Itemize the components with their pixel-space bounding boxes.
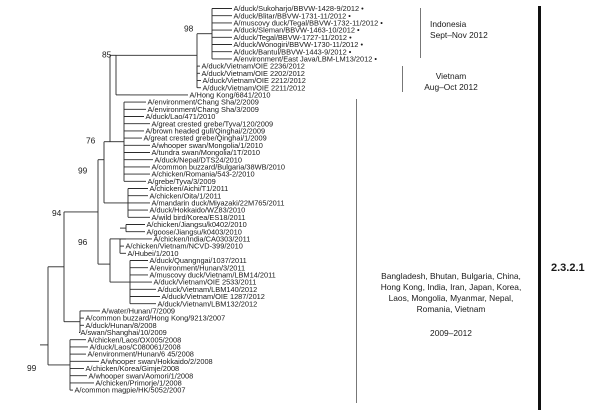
- tree-branches: [40, 8, 232, 391]
- region-group-line-4: Romania, Vietnam: [416, 304, 486, 314]
- leaf-label: A/duck/Hunan/8/2008: [86, 321, 157, 330]
- leaf-label: A/duck/Vietnam/LBM132/2012: [158, 299, 258, 308]
- bootstrap-value: 99: [78, 166, 88, 176]
- leaf-label: A/duck/Wonogiri/BBVW-1730-11/2012 •: [234, 40, 364, 49]
- leaf-label: A/goose/Jiangsu/k0403/2010: [147, 227, 242, 236]
- leaf-label: A/chicken/Romania/543-2/2010: [152, 170, 255, 179]
- leaf-label: A/duck/Nepal/DTS24/2010: [155, 155, 243, 164]
- bootstrap-value: 99: [27, 363, 37, 373]
- clade-label: 2.3.2.1: [551, 262, 585, 274]
- indonesia-dates: Sept–Nov 2012: [430, 30, 488, 40]
- leaf-label: A/duck/Sleman/BBVW-1463-10/2012 •: [234, 26, 361, 35]
- leaf-label: A/water/Hunan/7/2009: [102, 307, 176, 316]
- leaf-label: A/chicken/Vietnam/NCVD-399/2010: [126, 242, 243, 251]
- leaf-label: A/whooper swan/Mongolia/1/2010: [152, 141, 263, 150]
- vietnam-bracket: [402, 66, 403, 92]
- leaf-label: A/chicken/Laos/OX005/2008: [88, 335, 182, 344]
- leaf-label: A/duck/Bantul/BBVW-1443-9/2012 •: [234, 47, 352, 56]
- leaf-label: A/duck/Tegal/BBVW-1727-11/2012 •: [234, 33, 353, 42]
- leaf-label: A/chicken/Oita/1/2011: [150, 191, 222, 200]
- region-group-line-1: Bangladesh, Bhutan, Bulgaria, China,: [381, 271, 521, 281]
- leaf-label: A/chicken/Aichi/T1/2011: [150, 184, 229, 193]
- indonesia-bracket: [420, 8, 421, 58]
- bootstrap-value: 96: [78, 237, 88, 247]
- leaf-label: A/duck/Quangngai/1037/2011: [150, 256, 247, 265]
- leaf-label: A/duck/Vietnam/LBM140/2012: [158, 285, 258, 294]
- leaf-label: A/wild bird/Korea/ES18/2011: [152, 213, 246, 222]
- bootstrap-value: 76: [86, 136, 96, 146]
- leaf-label: A/duck/Sukoharjo/BBVW-1428-9/2012 •: [234, 4, 365, 13]
- leaf-label: A/chicken/Korea/Gimje/2008: [86, 364, 180, 373]
- leaf-label: A/environment/East Java/LBM-LM13/2012 •: [234, 55, 378, 64]
- region-group-annotation: Bangladesh, Bhutan, Bulgaria, China, Hon…: [366, 271, 536, 339]
- leaf-label: A/chicken/Jiangsu/k0402/2010: [147, 220, 247, 229]
- bootstrap-value: 98: [184, 24, 194, 34]
- leaf-label: A/Hong Kong/6841/2010: [190, 91, 271, 100]
- leaf-label: A/whooper swan/Aomori/1/2008: [89, 371, 194, 380]
- leaf-label: A/chicken/Primorje/1/2008: [96, 379, 182, 388]
- bootstrap-values: 98 85 76 99 96 94 99: [27, 24, 194, 373]
- leaf-label: A/Hubei/1/2010: [128, 249, 179, 258]
- leaf-label: A/swan/Shanghai/10/2009: [81, 328, 167, 337]
- leaf-label: A/environment/Hunan/6 45/2008: [88, 350, 194, 359]
- vietnam-label: Vietnam: [435, 71, 467, 81]
- leaf-label: A/great crested grebe/Tyva/120/2009: [152, 119, 274, 128]
- leaf-label: A/tundra swan/Mongolia/1T/2010: [152, 148, 260, 157]
- region-group-bracket: [356, 99, 357, 403]
- clade-bar: [538, 6, 541, 410]
- bootstrap-value: 85: [102, 49, 112, 59]
- leaf-label: A/mandarin duck/Miyazaki/22M765/2011: [152, 199, 285, 208]
- leaf-label: A/duck/Lao/471/2010: [146, 112, 216, 121]
- leaf-label: A/environment/Chang Sha/3/2009: [148, 105, 259, 114]
- leaf-label: A/duck/Blitar/BBVW-1731-11/2012 •: [234, 11, 352, 20]
- indonesia-annotation: Indonesia Sept–Nov 2012: [430, 19, 488, 41]
- leaf-label: A/chicken/India/CA0303/2011: [154, 235, 251, 244]
- leaf-label: A/duck/Vietnam/OIE 2212/2012: [203, 76, 306, 85]
- region-group-years: 2009–2012: [430, 328, 472, 338]
- bootstrap-value: 94: [52, 208, 62, 218]
- leaf-label: A/whooper swan/Hokkaido/2/2008: [101, 357, 213, 366]
- leaf-label: A/environment/Hunan/3/2011: [150, 263, 246, 272]
- region-group-line-2: Hong Kong, India, Iran, Japan, Korea,: [380, 282, 522, 292]
- leaf-label: A/duck/Vietnam/OIE 2211/2012: [203, 83, 306, 92]
- vietnam-annotation: Vietnam Aug–Oct 2012: [408, 71, 494, 93]
- leaf-label: A/common buzzard/Bulgaria/38WB/2010: [152, 163, 286, 172]
- leaf-label: A/common magpie/HK/5052/2007: [75, 386, 186, 395]
- leaf-label: A/environment/Chang Sha/2/2009: [148, 98, 259, 107]
- leaf-label: A/duck/Hokkaido/WZ83/2010: [150, 206, 246, 215]
- leaf-label: A/great crested grebe/Qinghai/1/2009: [144, 134, 267, 143]
- leaf-label: A/duck/Vietnam/OIE 1287/2012: [162, 292, 265, 301]
- leaf-labels: A/duck/Sukoharjo/BBVW-1428-9/2012 •A/duc…: [75, 4, 384, 395]
- leaf-label: A/brown headed gull/Qinghai/2/2009: [146, 127, 266, 136]
- leaf-label: A/duck/Vietnam/OIE 2533/2011: [154, 278, 257, 287]
- indonesia-label: Indonesia: [430, 19, 467, 29]
- leaf-label: A/muscovy duck/Vietnam/LBM14/2011: [150, 271, 276, 280]
- leaf-label: A/duck/Vietnam/OIE 2236/2012: [202, 62, 305, 71]
- leaf-label: A/grebe/Tyva/3/2009: [148, 177, 216, 186]
- leaf-label: A/duck/Vietnam/OIE 2202/2012: [202, 69, 305, 78]
- leaf-label: A/muscovy duck/Tegal/BBVW-1732-11/2012 •: [234, 19, 384, 28]
- region-group-line-3: Laos, Mongolia, Myanmar, Nepal,: [388, 293, 514, 303]
- leaf-label: A/duck/Laos/C080061/2008: [90, 343, 181, 352]
- vietnam-dates: Aug–Oct 2012: [424, 82, 478, 92]
- leaf-label: A/common buzzard/Hong Kong/9213/2007: [86, 314, 226, 323]
